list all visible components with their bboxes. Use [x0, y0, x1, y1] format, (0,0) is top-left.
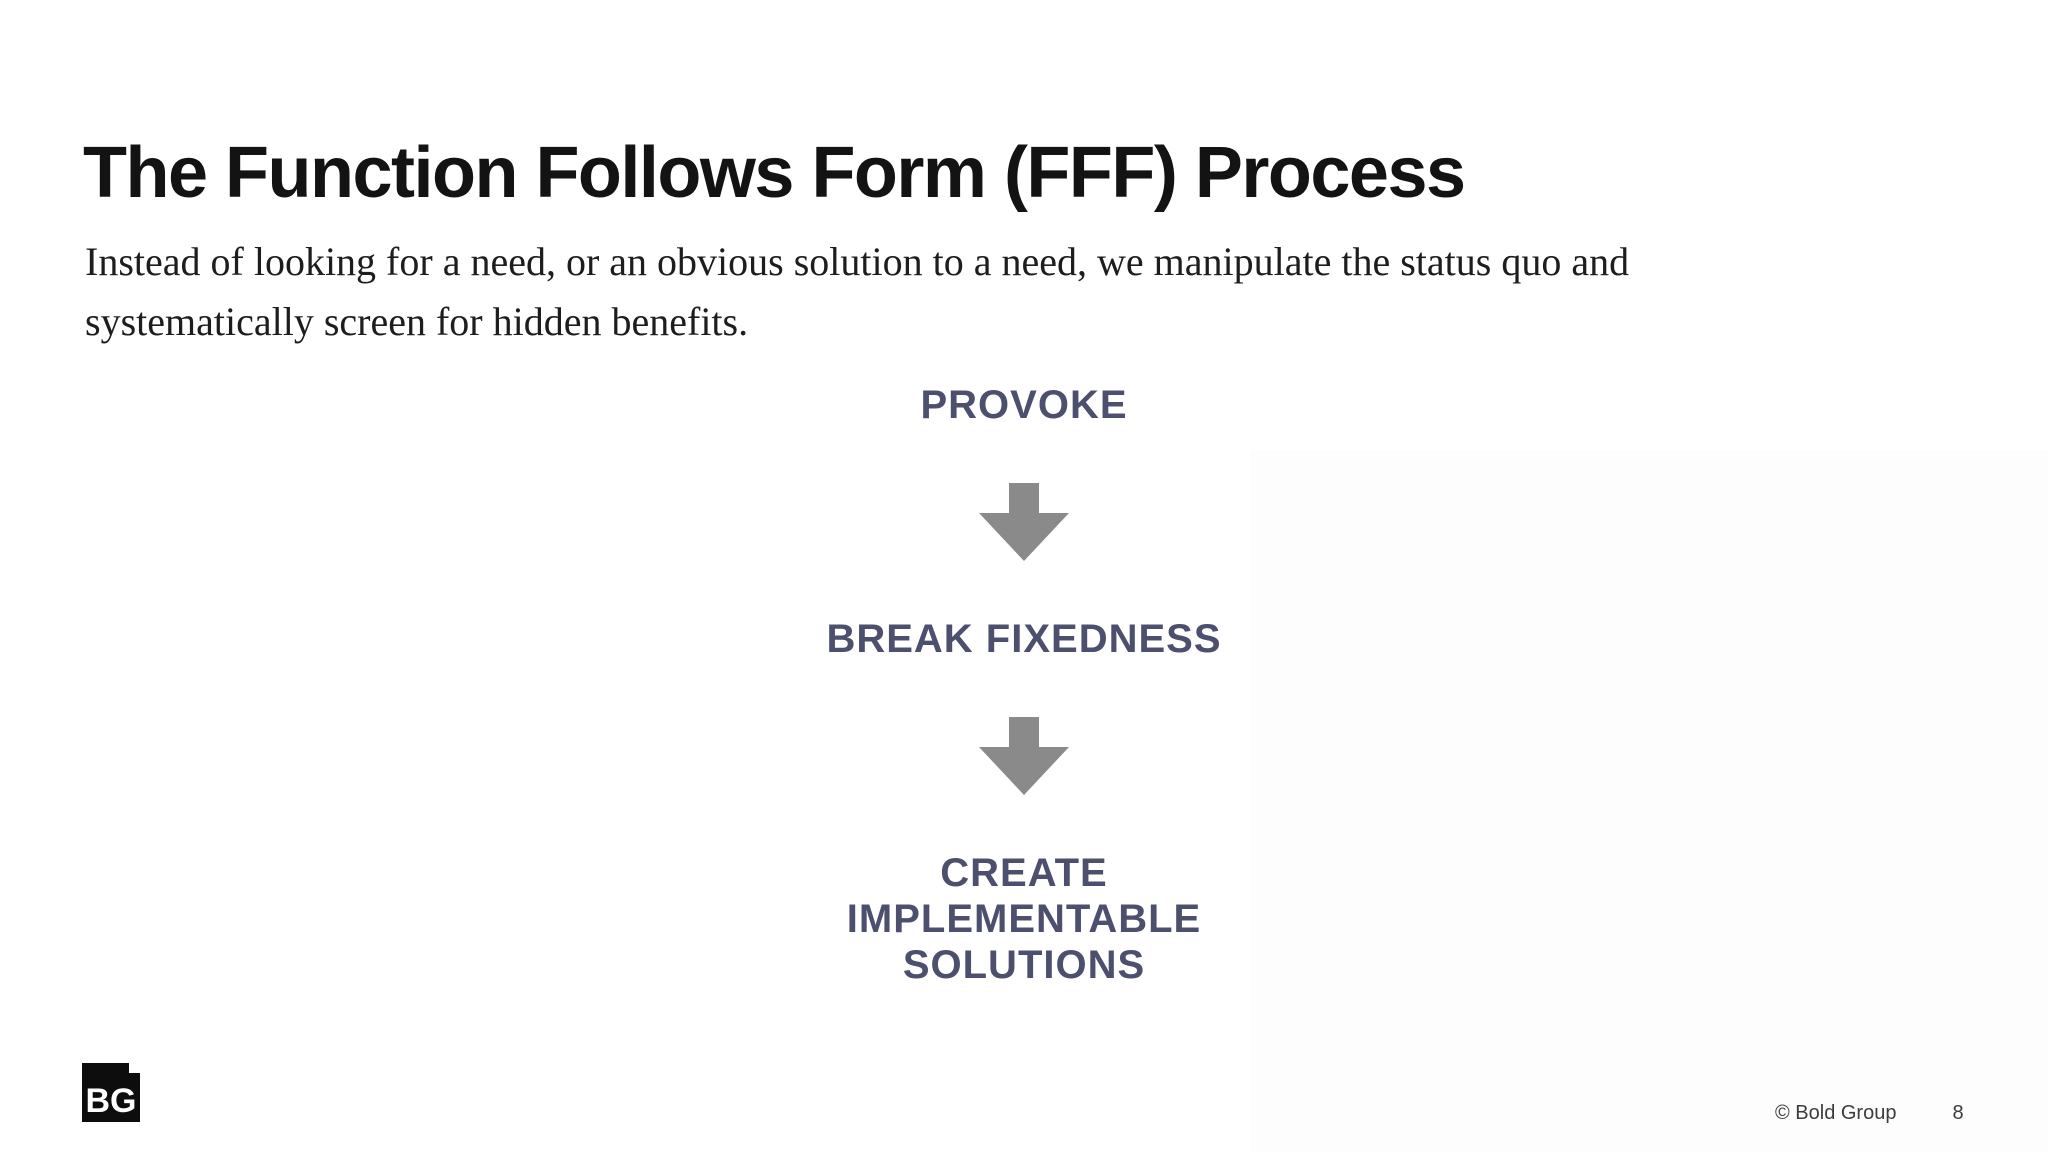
- flow-step-3: CREATE IMPLEMENTABLE SOLUTIONS: [846, 851, 1202, 987]
- flow-step-1: PROVOKE: [920, 383, 1128, 427]
- slide-subtitle: Instead of looking for a need, or an obv…: [85, 239, 1630, 344]
- logo-shape: [82, 1063, 140, 1122]
- flow-step-2: BREAK FIXEDNESS: [826, 617, 1222, 661]
- footer-copyright: © Bold Group: [1775, 1102, 1897, 1124]
- page-number: 8: [1952, 1102, 1964, 1124]
- fff-flow: PROVOKE BREAK FIXEDNESS CREATE IMPLEMENTAB…: [0, 382, 2048, 988]
- arrow-down-icon: [979, 483, 1069, 561]
- arrow-down-icon: [979, 717, 1069, 795]
- bold-group-logo: BG: [82, 1063, 140, 1122]
- background-tint-panel: [1250, 450, 2048, 1152]
- logo-text: BG: [86, 1082, 137, 1120]
- slide-title: The Function Follows Form (FFF) Process: [83, 133, 1466, 214]
